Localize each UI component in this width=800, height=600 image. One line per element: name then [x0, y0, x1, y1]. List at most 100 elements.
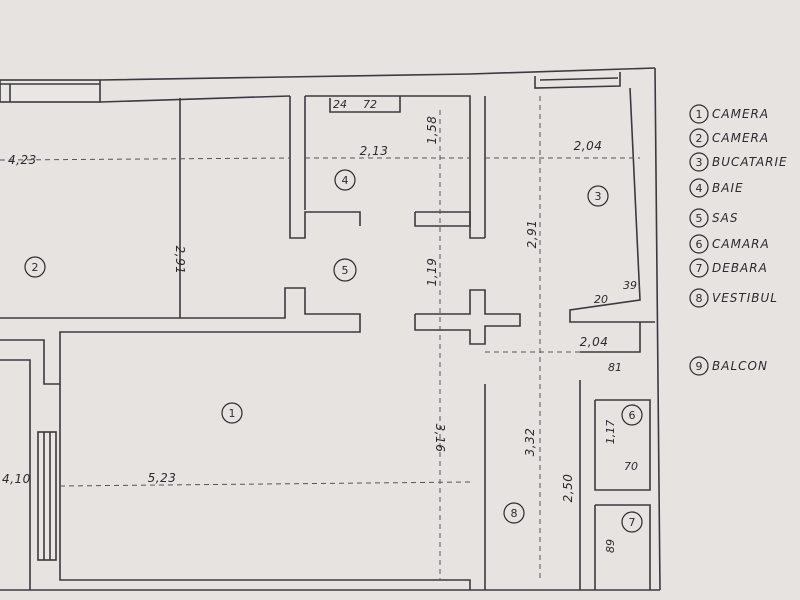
legend-marker — [689, 152, 709, 172]
legend-label: BUCATARIE — [712, 155, 788, 169]
bath-window-niche — [329, 96, 401, 113]
legend-label: BAIE — [712, 181, 744, 195]
dim-label: 20 — [594, 293, 608, 306]
dim-label: 3,16 — [433, 424, 447, 453]
bath-door-jamb — [414, 211, 471, 227]
dim-label: 24 — [333, 98, 347, 111]
legend-item: 7 DEBARA — [689, 258, 768, 278]
room-number-8: 8 — [511, 507, 518, 520]
dim-line-4-23 — [0, 157, 291, 161]
room-4-walls — [289, 95, 485, 239]
legend-label: DEBARA — [712, 261, 768, 275]
dim-label: 1,58 — [425, 116, 439, 145]
legend-label: VESTIBUL — [712, 291, 778, 305]
room-1-window — [37, 431, 57, 561]
dim-label: 89 — [604, 539, 617, 553]
legend-item: 3 BUCATARIE — [689, 152, 788, 172]
dim-label: 3,32 — [523, 428, 537, 457]
legend-number: 1 — [696, 108, 703, 121]
legend-number: 7 — [696, 262, 703, 275]
room-marker-7 — [621, 511, 643, 533]
room-number-6: 6 — [629, 409, 636, 422]
room-number-5: 5 — [342, 264, 349, 277]
central-cross-wall — [414, 289, 521, 345]
top-wall-inner-left — [99, 95, 291, 103]
dimension-labels: 4,23 2,91 24 72 1,58 2,13 2,04 2,91 1,19… — [2, 98, 638, 553]
legend-number: 5 — [696, 212, 703, 225]
camara-top — [580, 322, 641, 353]
legend-number: 6 — [696, 238, 703, 251]
dim-label: 81 — [608, 361, 622, 374]
room-1-left-wall — [0, 359, 31, 590]
room-number-4: 4 — [342, 174, 349, 187]
room-number-1: 1 — [229, 407, 236, 420]
room-1-inner — [59, 384, 471, 590]
room-marker-8 — [503, 502, 525, 524]
dim-label: 5,23 — [148, 471, 177, 485]
legend-marker — [689, 258, 709, 278]
legend-marker — [689, 234, 709, 254]
legend-item: 5 SAS — [689, 208, 738, 228]
room-3-walls — [484, 87, 655, 323]
legend-number: 2 — [696, 132, 703, 145]
dim-label: 39 — [623, 279, 637, 292]
legend-number: 3 — [696, 156, 703, 169]
legend-label: CAMERA — [712, 107, 769, 121]
room-marker-6 — [621, 404, 643, 426]
room-marker-2 — [24, 256, 46, 278]
dim-label: 72 — [363, 98, 377, 111]
right-wall-outer — [654, 67, 661, 591]
legend-label: BALCON — [712, 359, 768, 373]
kitchen-right-inner — [569, 87, 655, 323]
room-6-box — [594, 399, 651, 491]
legend-item: 4 BAIE — [689, 178, 744, 198]
legend-item: 6 CAMARA — [689, 234, 770, 254]
window-top-left — [0, 79, 101, 103]
legend-marker — [689, 356, 709, 376]
legend-label: SAS — [712, 211, 738, 225]
dim-label: 4,10 — [2, 472, 31, 486]
legend-number: 8 — [696, 292, 703, 305]
outer-walls — [0, 67, 661, 591]
room-7-box — [595, 504, 651, 590]
room-marker-4 — [334, 169, 356, 191]
window-top-right-line — [539, 77, 619, 81]
legend-marker — [689, 208, 709, 228]
dim-label: 1,17 — [604, 420, 617, 445]
legend-number: 4 — [696, 182, 703, 195]
legend-marker — [689, 104, 709, 124]
dim-label: 2,91 — [525, 220, 539, 249]
room-marker-5 — [333, 258, 357, 282]
dim-line-5-23 — [59, 481, 471, 487]
legend-item: 2 CAMERA — [689, 128, 769, 148]
legend-label: CAMARA — [712, 237, 770, 251]
window-top-right — [534, 72, 621, 89]
bath-left-wall — [289, 96, 361, 239]
dim-label: 2,04 — [574, 139, 603, 153]
legend-item: 1 CAMERA — [689, 104, 769, 124]
top-wall-outer — [99, 67, 656, 81]
room-number-7: 7 — [629, 516, 636, 529]
legend-label: CAMERA — [712, 131, 769, 145]
legend-marker — [689, 128, 709, 148]
dim-label: 2,50 — [561, 474, 575, 503]
service-rooms-walls — [579, 322, 651, 590]
dim-label: 70 — [624, 460, 638, 473]
room-markers: 1 2 3 4 5 6 7 8 — [24, 169, 643, 533]
bath-top-right — [305, 95, 485, 239]
room-number-2: 2 — [32, 261, 39, 274]
dimension-lines — [0, 96, 640, 580]
dim-label: 2,04 — [580, 335, 609, 349]
legend-item: 8 VESTIBUL — [689, 288, 778, 308]
room-number-3: 3 — [595, 190, 602, 203]
dim-label: 2,13 — [360, 144, 389, 158]
room-2-bottom-wall — [0, 287, 361, 385]
room-marker-3 — [587, 185, 609, 207]
dim-label: 4,23 — [8, 153, 37, 167]
dim-label: 1,19 — [425, 258, 439, 287]
room-marker-1 — [221, 402, 243, 424]
room-2-walls — [0, 98, 361, 385]
